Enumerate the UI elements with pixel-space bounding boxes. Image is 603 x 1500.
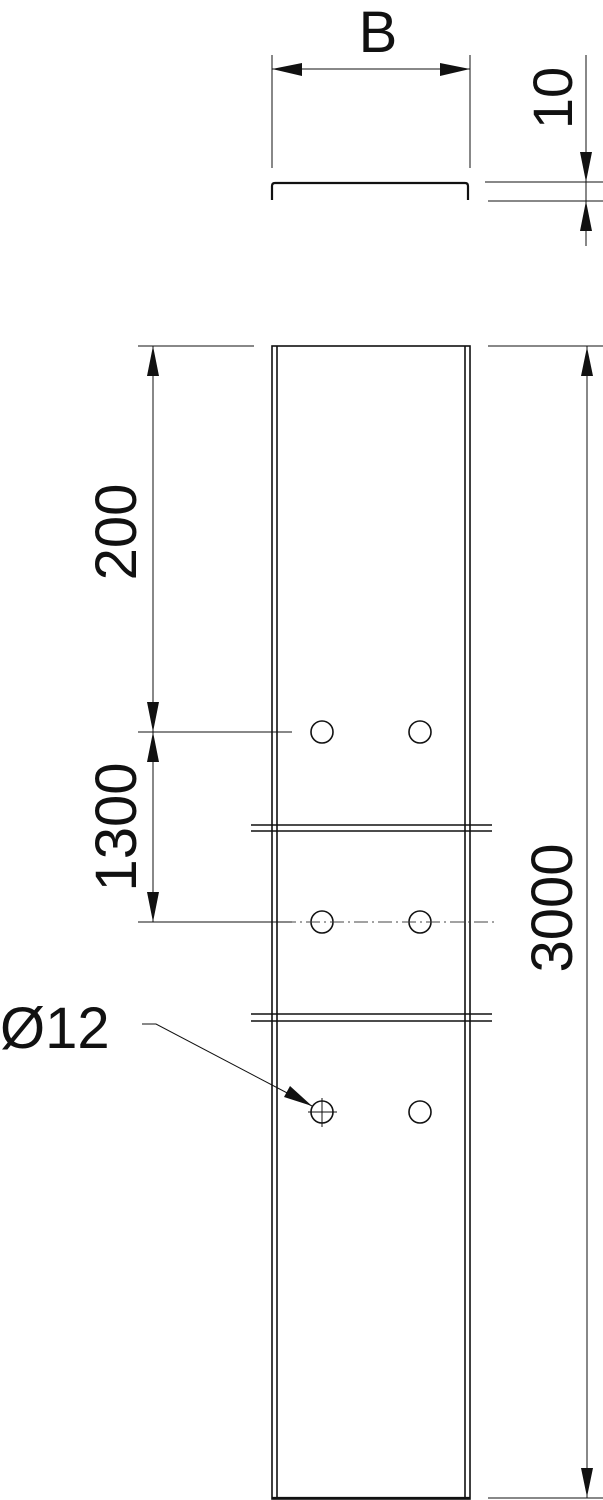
- connector-strap: [251, 1013, 492, 1022]
- arrow-down-icon: [581, 1468, 593, 1497]
- arrow-down-icon: [580, 152, 592, 182]
- arrow-up-icon: [147, 732, 159, 762]
- cross-section-view: B 10: [270, 0, 603, 246]
- hole-diameter-callout: Ø12: [0, 996, 313, 1107]
- dimension-label-3000: 3000: [520, 843, 585, 972]
- dimension-label-flange-height: 10: [521, 67, 584, 129]
- leader-arrow-icon: [284, 1086, 312, 1106]
- dimension-label-hole-diameter: Ø12: [0, 996, 110, 1061]
- cover-profile: [270, 181, 470, 200]
- arrow-up-icon: [581, 347, 593, 376]
- arrow-down-icon: [147, 702, 159, 732]
- connector-strap: [251, 824, 492, 832]
- dimension-label-width: B: [359, 0, 398, 65]
- arrow-up-icon: [147, 346, 159, 376]
- dimension-label-1300: 1300: [84, 762, 149, 891]
- hole: [408, 720, 432, 744]
- right-dimension: 3000: [488, 345, 603, 1499]
- hole: [310, 720, 334, 744]
- dimension-label-200: 200: [84, 484, 149, 581]
- left-dimensions: 200 1300: [84, 345, 292, 923]
- arrow-up-icon: [580, 201, 592, 231]
- arrow-down-icon: [147, 892, 159, 922]
- hole: [408, 1100, 432, 1124]
- arrow-right-icon: [440, 63, 470, 76]
- leader-line: [142, 1023, 313, 1107]
- arrow-left-icon: [272, 63, 302, 76]
